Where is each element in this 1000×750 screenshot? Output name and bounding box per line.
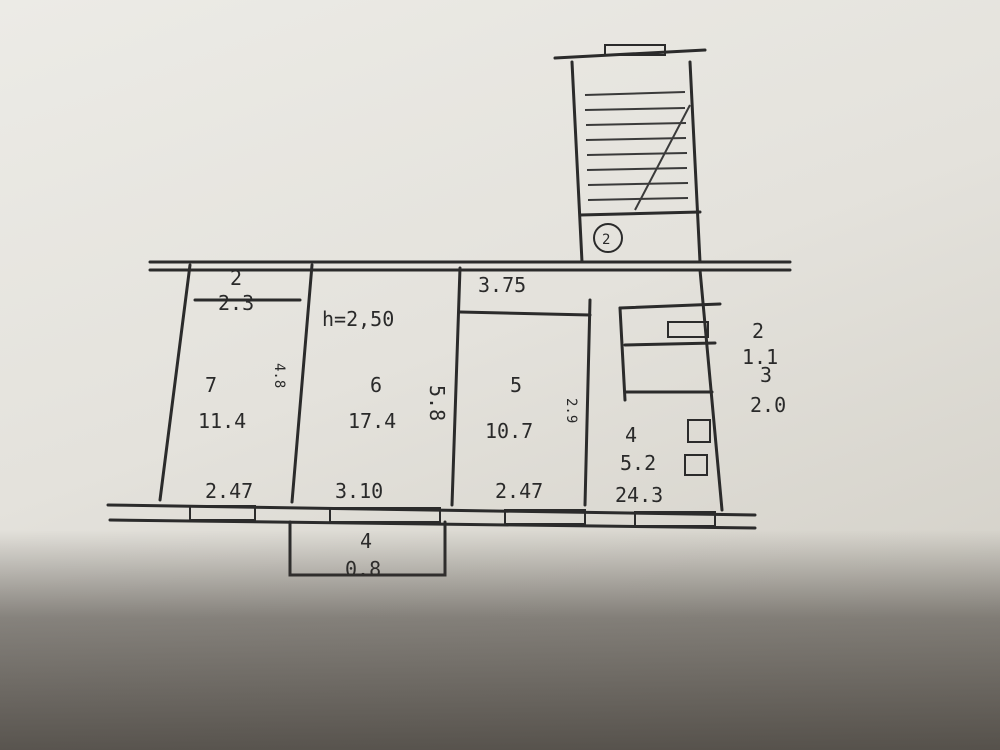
stair-circle-icon (593, 223, 623, 253)
bathroom-wall-2 (623, 341, 717, 347)
room3-number: 3 (760, 363, 772, 387)
window-room7 (189, 505, 256, 521)
room5-number: 5 (510, 373, 522, 397)
partition-6-5 (450, 266, 462, 507)
stair-left (570, 60, 584, 264)
dim-room4-width: 24.3 (615, 483, 663, 507)
room6-number: 6 (370, 373, 382, 397)
window-room6 (329, 507, 441, 523)
dim-room7-side: 4.8 (271, 363, 287, 388)
dim-room6-width: 3.10 (335, 479, 383, 503)
room4-area: 5.2 (620, 451, 656, 475)
dim-room5-width: 2.47 (495, 479, 543, 503)
sink-icon (687, 419, 711, 443)
stair-right (688, 60, 702, 264)
room7-area: 11.4 (198, 409, 246, 433)
left-wall (158, 263, 192, 502)
window-room5 (504, 509, 586, 525)
room2-area: 1.1 (742, 345, 778, 369)
partition-5-4 (583, 298, 592, 507)
right-wall (698, 268, 724, 512)
window-room4 (634, 511, 716, 527)
room5-area: 10.7 (485, 419, 533, 443)
closet-area: 2.3 (218, 291, 254, 315)
bathroom-wall (618, 302, 722, 310)
loggia-number: 4 (360, 529, 372, 553)
dim-room7-width: 2.47 (205, 479, 253, 503)
stove-icon (684, 454, 708, 476)
partition-7-6 (290, 263, 314, 504)
room7-number: 7 (205, 373, 217, 397)
hall-wall (458, 310, 592, 317)
loggia-area: 0.8 (345, 557, 381, 581)
ceiling-height-label: h=2,50 (322, 307, 394, 331)
room3-area: 2.0 (750, 393, 786, 417)
room4-number: 4 (625, 423, 637, 447)
bathtub-icon (667, 321, 709, 338)
dim-room6-depth: 5.8 (425, 385, 449, 421)
dim-room5-side: 2.9 (563, 398, 579, 423)
bathroom-side (618, 306, 627, 402)
stair-landing (578, 210, 702, 217)
stair-treads (584, 91, 691, 211)
stair-mark: 2 (602, 232, 610, 248)
window-stair (604, 44, 666, 56)
closet-number: 2 (230, 266, 242, 290)
dim-hall-length: 3.75 (478, 273, 526, 297)
room2-number: 2 (752, 319, 764, 343)
room6-area: 17.4 (348, 409, 396, 433)
